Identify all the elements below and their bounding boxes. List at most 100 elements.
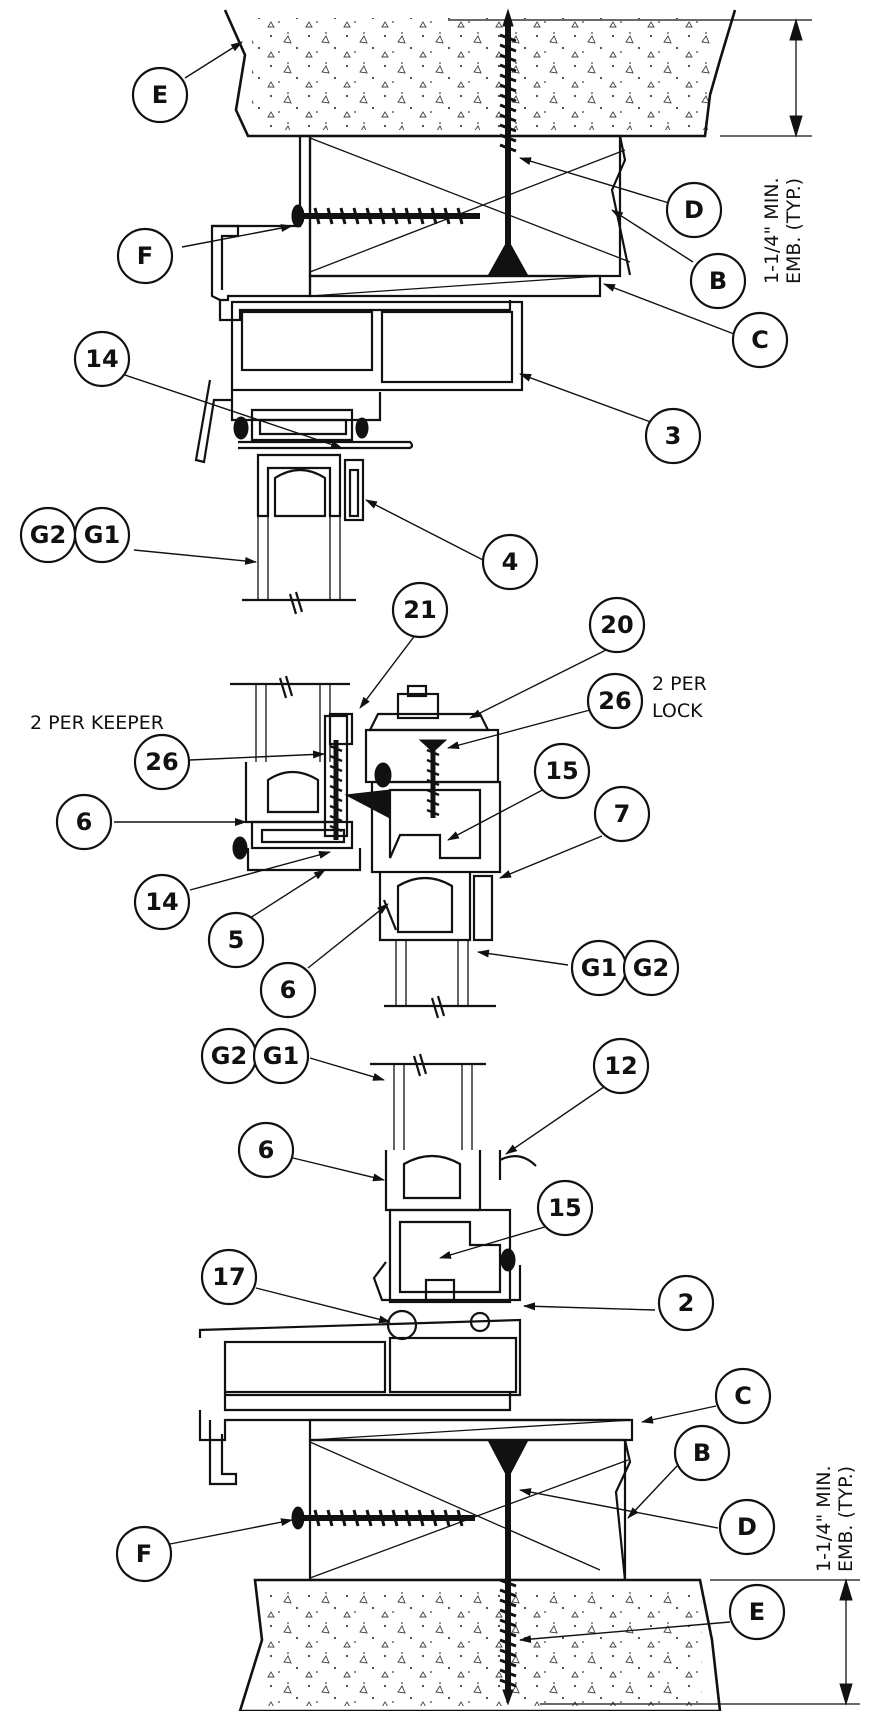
- svg-text:C: C: [734, 1382, 752, 1410]
- callout-17: 17: [200, 1248, 258, 1306]
- callout-15-sill: 15: [536, 1179, 594, 1237]
- concrete-texture-bottom: [262, 1588, 702, 1706]
- svg-text:E: E: [749, 1598, 765, 1626]
- svg-text:26: 26: [145, 748, 178, 776]
- callout-G2-bottom: G2: [200, 1027, 258, 1085]
- note-lock: LOCK: [652, 700, 703, 722]
- svg-text:G1: G1: [84, 521, 120, 549]
- svg-text:B: B: [709, 267, 727, 295]
- svg-text:12: 12: [604, 1052, 637, 1080]
- sash-bottom-profile: [384, 1150, 537, 1304]
- leaders-top: [115, 41, 735, 565]
- callout-14-mid: 14: [133, 873, 191, 931]
- svg-text:4: 4: [502, 548, 519, 576]
- svg-text:21: 21: [403, 596, 436, 624]
- callout-6-left: 6: [55, 793, 113, 851]
- svg-text:C: C: [751, 326, 769, 354]
- callout-C-bottom: C: [714, 1367, 772, 1425]
- callout-G1-top: G1: [73, 506, 131, 564]
- leaders-bottom: [169, 1057, 731, 1644]
- svg-text:20: 20: [600, 611, 633, 639]
- dimension-top: 1-1/4" MIN. EMB. (TYP.): [448, 18, 812, 284]
- frame-head-profile: [194, 134, 524, 464]
- callout-B-top: B: [689, 252, 747, 310]
- svg-text:6: 6: [280, 976, 297, 1004]
- svg-text:5: 5: [228, 926, 245, 954]
- svg-text:G2: G2: [633, 954, 669, 982]
- emb-note-top-line2: EMB. (TYP.): [783, 178, 805, 284]
- glass-mid-left: [230, 675, 350, 762]
- svg-text:E: E: [152, 81, 168, 109]
- callout-C-top: C: [731, 311, 789, 369]
- svg-text:2: 2: [678, 1289, 695, 1317]
- callout-B-bottom: B: [673, 1424, 731, 1482]
- svg-text:F: F: [136, 1540, 152, 1568]
- callout-2: 2: [657, 1274, 715, 1332]
- svg-text:B: B: [693, 1439, 711, 1467]
- note-2-per: 2 PER: [652, 673, 707, 695]
- callout-3-top: 3: [644, 407, 702, 465]
- concrete-texture-top: [252, 18, 712, 130]
- callout-G2-mid: G2: [622, 939, 680, 997]
- head-detail: 1-1/4" MIN. EMB. (TYP.) E D F B C 3 14 4…: [19, 8, 812, 615]
- frame-screw-top: [291, 204, 480, 228]
- svg-text:G2: G2: [211, 1042, 247, 1070]
- callout-6-bottom: 6: [259, 961, 317, 1019]
- callout-5: 5: [207, 911, 265, 969]
- svg-text:D: D: [737, 1513, 757, 1541]
- svg-text:D: D: [684, 196, 704, 224]
- shim-bottom: [308, 1418, 634, 1442]
- sash-right-meeting: [344, 780, 502, 942]
- svg-text:6: 6: [76, 808, 93, 836]
- svg-text:15: 15: [545, 757, 578, 785]
- wood-buck-bottom: [308, 1438, 627, 1582]
- callout-14-top: 14: [73, 330, 131, 388]
- callout-E-bottom: E: [728, 1583, 786, 1641]
- callout-26-left: 26: [133, 733, 191, 791]
- callout-G2-top: G2: [19, 506, 77, 564]
- emb-note-bottom-line1: 1-1/4" MIN.: [813, 1465, 835, 1572]
- callout-20: 20: [588, 596, 646, 654]
- sill-detail: 1-1/4" MIN. EMB. (TYP.) G2 G1 12 6 15 17…: [115, 1027, 860, 1711]
- callout-26-right: 26: [586, 672, 644, 730]
- glass-bottom: [370, 1053, 486, 1150]
- sash-top-profile: [256, 453, 365, 522]
- svg-text:G1: G1: [581, 954, 617, 982]
- sash-left-meeting: [232, 712, 392, 872]
- callout-G1-bottom: G1: [252, 1027, 310, 1085]
- callout-15-mid: 15: [533, 742, 591, 800]
- emb-note-top-line1: 1-1/4" MIN.: [761, 177, 783, 284]
- svg-text:G2: G2: [30, 521, 66, 549]
- callout-E-top: E: [131, 66, 189, 124]
- callout-21: 21: [391, 581, 449, 639]
- callout-7: 7: [593, 785, 651, 843]
- dimension-bottom: 1-1/4" MIN. EMB. (TYP.): [540, 1465, 860, 1706]
- svg-text:7: 7: [614, 800, 631, 828]
- concrete-screw-bottom: [487, 1439, 529, 1706]
- glass-mid-right: [384, 940, 496, 1019]
- svg-text:26: 26: [598, 687, 631, 715]
- callout-6-sill: 6: [237, 1121, 295, 1179]
- note-2-per-keeper: 2 PER KEEPER: [30, 712, 164, 734]
- glass-top: [242, 516, 356, 615]
- svg-text:F: F: [137, 242, 153, 270]
- svg-text:14: 14: [145, 888, 178, 916]
- callout-F-top: F: [116, 227, 174, 285]
- callout-G1-mid: G1: [570, 939, 628, 997]
- wood-buck-top: [308, 134, 622, 278]
- callout-D-top: D: [665, 181, 723, 239]
- concrete-screw-top: [487, 8, 529, 277]
- callout-12: 12: [592, 1037, 650, 1095]
- svg-text:14: 14: [85, 345, 118, 373]
- sill-frame-profile: [198, 1261, 630, 1486]
- callout-4-top: 4: [481, 533, 539, 591]
- svg-text:6: 6: [258, 1136, 275, 1164]
- meeting-rail-detail: 2 PER KEEPER 2 PER LOCK 21 20 26 26 15 7…: [30, 581, 707, 1019]
- callout-F-bottom: F: [115, 1525, 173, 1583]
- callout-D-bottom: D: [718, 1498, 776, 1556]
- svg-text:3: 3: [665, 422, 682, 450]
- frame-screw-bottom: [291, 1506, 475, 1530]
- svg-text:17: 17: [212, 1263, 245, 1291]
- svg-text:15: 15: [548, 1194, 581, 1222]
